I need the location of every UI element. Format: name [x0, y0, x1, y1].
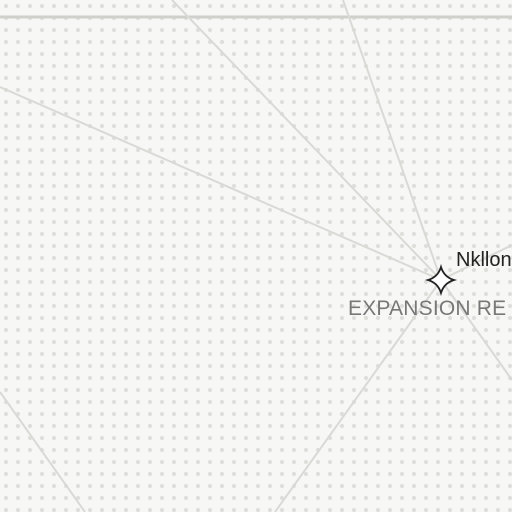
road-east	[440, 244, 512, 281]
place-label[interactable]: Nkllon	[456, 249, 512, 271]
road-west	[0, 86, 442, 281]
road-south-west	[274, 279, 442, 512]
road-north-west-1	[171, 0, 442, 281]
four-point-star-icon[interactable]	[424, 263, 458, 297]
road-lower-left	[0, 391, 86, 512]
road-south-east	[440, 279, 512, 381]
road-north	[342, 0, 442, 281]
region-label: EXPANSION RE	[348, 297, 507, 320]
